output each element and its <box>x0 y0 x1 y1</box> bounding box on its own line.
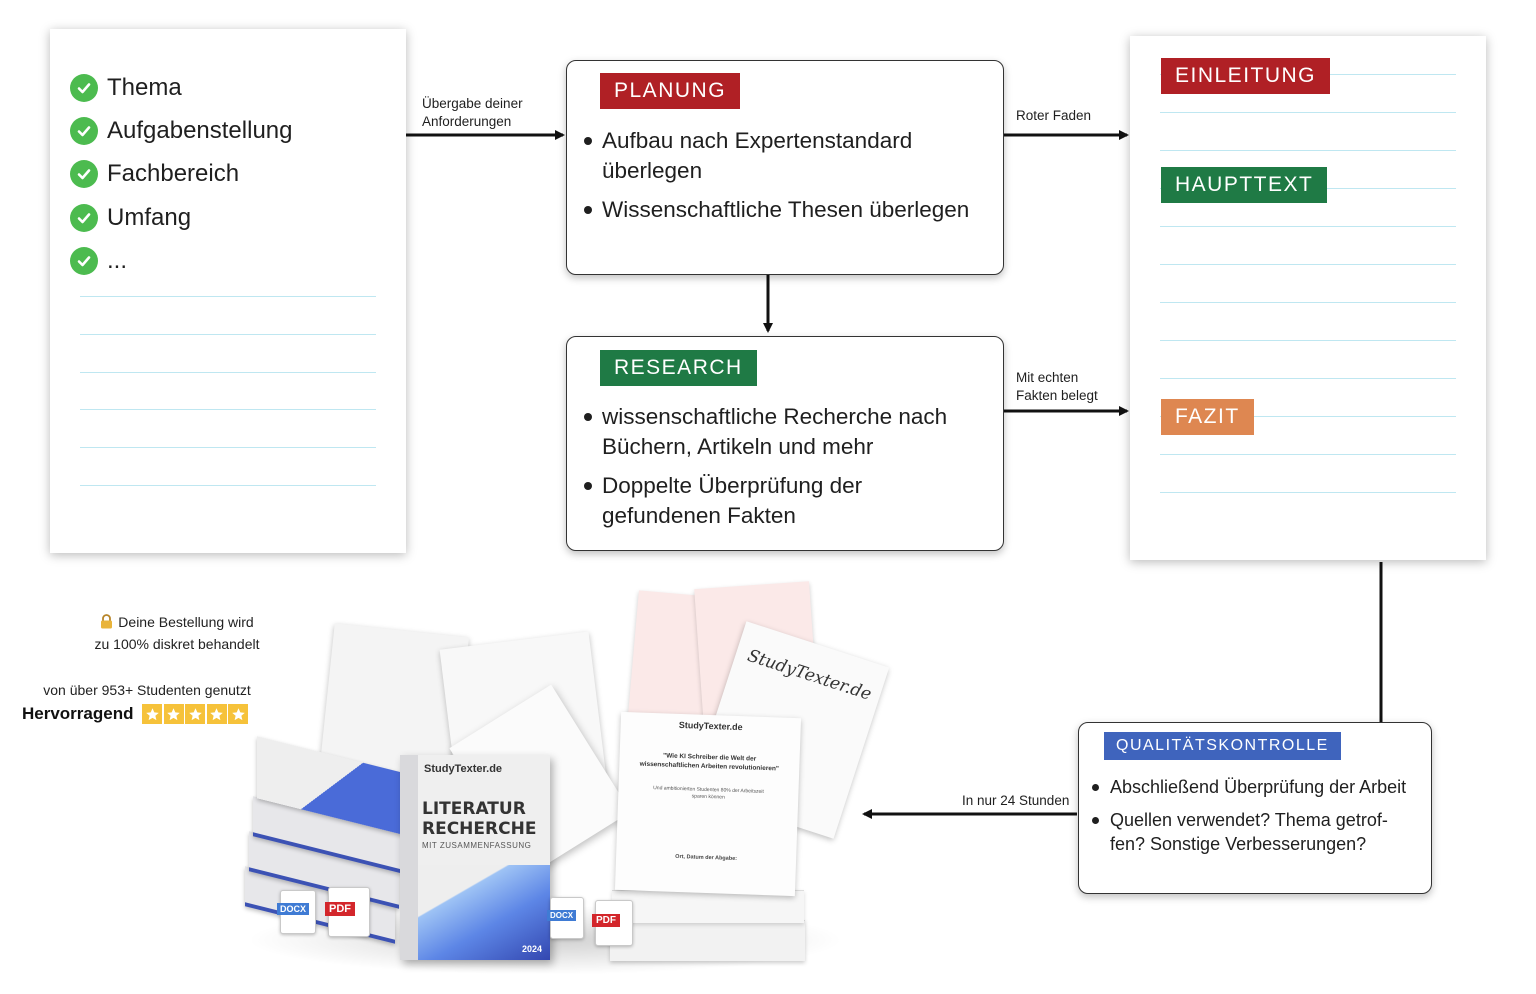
quality-bullets: Abschließend Überprüfung der Arbeit Quel… <box>1092 775 1418 865</box>
star-icon <box>228 704 249 724</box>
discreet-line-1: Deine Bestellung wird <box>118 614 254 630</box>
product-mockups: StudyTexter.de StudyTexter.de LITERATUR … <box>225 575 890 990</box>
lock-icon <box>100 614 113 634</box>
discreet-notice: Deine Bestellung wird zu 100% diskret be… <box>60 612 294 654</box>
docx-file-icon: DOCX <box>277 890 316 934</box>
sheet-line <box>80 485 376 486</box>
book-subtitle: MIT ZUSAMMENFASSUNG <box>422 841 532 850</box>
book-brand: StudyTexter.de <box>424 763 503 775</box>
pdf-file-icon: PDF <box>325 887 370 937</box>
sheet-line <box>1160 264 1456 265</box>
planning-tag: PLANUNG <box>600 73 741 109</box>
check-icon <box>70 204 98 232</box>
sheet-line <box>80 334 376 335</box>
research-tag: RESEARCH <box>600 350 757 386</box>
section-tag-introduction: EINLEITUNG <box>1161 58 1331 94</box>
red-thread-label: Roter Faden <box>1016 108 1092 123</box>
paper-footer: Ort, Datum der Abgabe: <box>675 853 738 863</box>
check-icon <box>70 117 98 145</box>
sheet-line <box>1160 340 1456 341</box>
quality-tag: QUALITÄTSKONTROLLE <box>1104 732 1341 760</box>
book-stack <box>235 736 407 955</box>
rating-row: Hervorragend <box>22 704 249 724</box>
requirement-item: ... <box>70 247 127 275</box>
discreet-line-2: zu 100% diskret behandelt <box>94 636 260 652</box>
stack-sheet <box>610 920 805 961</box>
book-year: 2024 <box>521 944 542 954</box>
sheet-line <box>1160 226 1456 227</box>
section-tag-conclusion: FAZIT <box>1161 399 1254 435</box>
requirements-sheet <box>50 29 406 553</box>
requirement-label: Aufgabenstellung <box>107 117 293 144</box>
requirement-label: ... <box>107 247 128 274</box>
sheet-line <box>1160 112 1456 113</box>
paper-quote: "Wie KI Schreiber die Welt der wissensch… <box>639 752 780 773</box>
planning-bullet: Aufbau nach Expertenstandard überlegen <box>584 126 984 186</box>
paper-subtitle: Und ambitionierten Studenten 80% der Arb… <box>653 785 764 801</box>
handover-label: Übergabe deiner Anforderungen <box>422 96 523 129</box>
rating-label: Hervorragend <box>22 704 134 723</box>
docx-label: DOCX <box>277 903 310 915</box>
research-bullet: Doppelte Überprüfung der gefundenen Fakt… <box>584 471 984 531</box>
sheet-line <box>80 447 376 448</box>
check-icon <box>70 74 98 102</box>
sheet-line <box>1160 378 1456 379</box>
book-spine <box>400 755 418 960</box>
requirement-item: Aufgabenstellung <box>70 117 292 145</box>
star-icon <box>185 704 206 724</box>
paper-brand: StudyTexter.de <box>678 719 743 733</box>
pdf-file-icon: PDF <box>592 900 633 946</box>
requirement-item: Umfang <box>70 204 191 232</box>
paper-stack: StudyTexter.de "Wie KI Schreiber die Wel… <box>610 711 810 965</box>
sheet-line <box>1160 302 1456 303</box>
delivery-label: In nur 24 Stunden <box>962 793 1070 808</box>
sheet-line <box>80 372 376 373</box>
docx-label: DOCX <box>547 910 577 921</box>
facts-label: Mit echten Fakten belegt <box>1016 370 1098 403</box>
pdf-label: PDF <box>325 902 355 916</box>
planning-bullets: Aufbau nach Expertenstandard überlegen W… <box>584 126 984 234</box>
book-title-line-2: RECHERCHE <box>422 819 537 839</box>
planning-bullet: Wissenschaftliche Thesen überlegen <box>584 195 984 225</box>
requirement-label: Thema <box>107 74 182 101</box>
book-title-line-1: LITERATUR <box>422 799 526 819</box>
star-icon <box>142 704 163 724</box>
pdf-label: PDF <box>592 914 620 927</box>
requirement-label: Fachbereich <box>107 160 240 187</box>
sheet-line <box>80 409 376 410</box>
requirement-label: Umfang <box>107 204 192 231</box>
requirement-item: Thema <box>70 74 182 102</box>
docx-file-icon: DOCX <box>547 897 584 939</box>
star-icon <box>163 704 184 724</box>
cover-pattern <box>418 865 550 960</box>
star-icon <box>206 704 227 724</box>
research-bullets: wissenschaftliche Recherche nach Büchern… <box>584 402 984 540</box>
document-sheet <box>1130 36 1486 560</box>
brand-logo: StudyTexter.de <box>744 645 874 705</box>
requirement-item: Fachbereich <box>70 160 239 188</box>
research-bullet: wissenschaftliche Recherche nach Büchern… <box>584 402 984 462</box>
users-count: von über 953+ Studenten genutzt <box>43 682 251 698</box>
sheet-line <box>1160 492 1456 493</box>
sheet-line <box>1160 416 1456 417</box>
check-icon <box>70 160 98 188</box>
rating-stars <box>142 704 249 724</box>
quality-bullet: Abschließend Überprüfung der Arbeit <box>1092 775 1418 799</box>
sheet-line <box>1160 454 1456 455</box>
sheet-line <box>1160 150 1456 151</box>
sheet-line <box>80 296 376 297</box>
quality-bullet: Quellen verwendet? Thema getrof-fen? Son… <box>1092 808 1418 856</box>
section-tag-main-text: HAUPTTEXT <box>1161 167 1328 203</box>
book-cover: StudyTexter.de LITERATUR RECHERCHE MIT Z… <box>400 755 550 960</box>
top-paper: StudyTexter.de "Wie KI Schreiber die Wel… <box>614 711 802 897</box>
check-icon <box>70 247 98 275</box>
